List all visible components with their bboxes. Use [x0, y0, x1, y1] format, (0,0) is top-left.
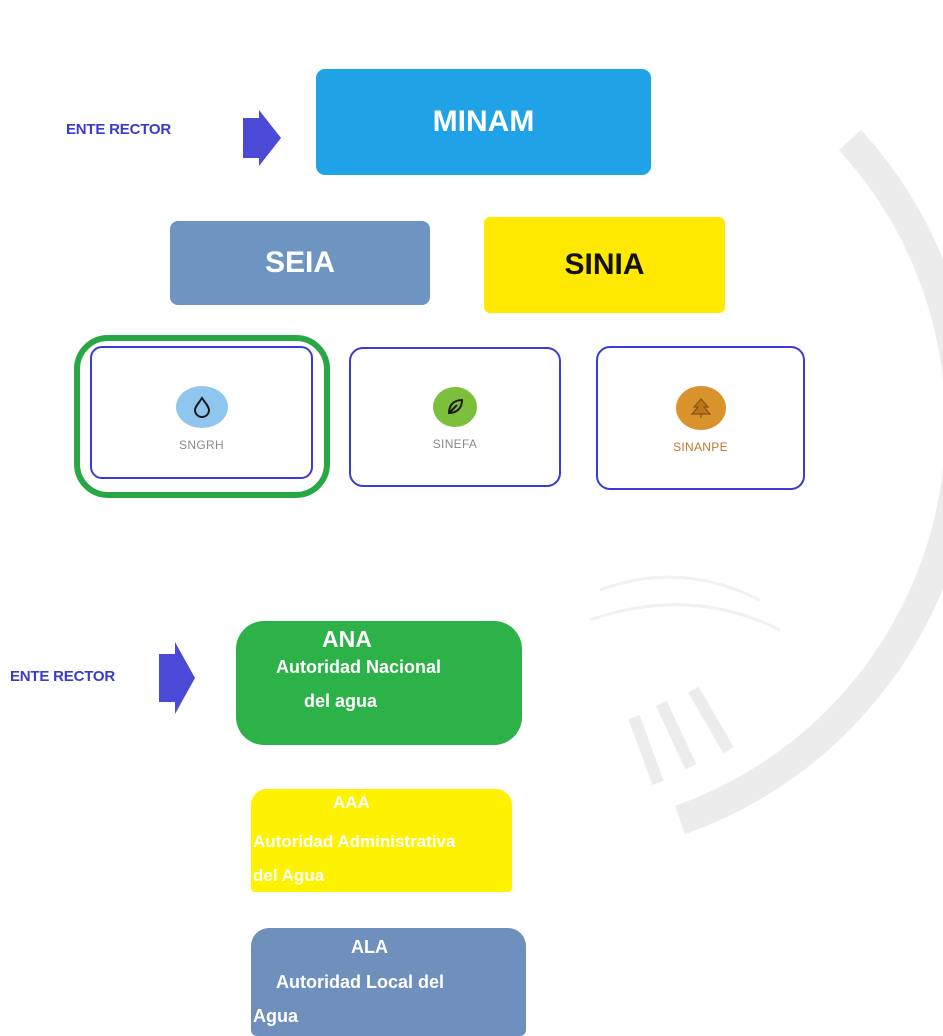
aaa-acronym: AAA	[333, 793, 370, 812]
system-card-sinanpe: SINANPE	[596, 346, 805, 490]
ana-line1: Autoridad Nacional	[276, 657, 442, 677]
seia-label: SEIA	[264, 246, 336, 279]
system-label-sinanpe: SINANPE	[673, 440, 728, 454]
seia-box: SEIA	[170, 221, 430, 305]
ente-rector-label-bottom: ENTE RECTOR	[10, 668, 116, 685]
ala-acronym: ALA	[351, 937, 388, 957]
system-label-sinefa: SINEFA	[432, 437, 478, 451]
sinia-label: SINIA	[564, 248, 645, 281]
tree-icon	[675, 386, 726, 430]
ana-line2: del agua	[304, 691, 378, 711]
ana-acronym: ANA	[322, 626, 372, 652]
aaa-line2: del Agua	[253, 866, 325, 885]
sinia-box: SINIA	[484, 217, 725, 313]
system-label-sngrh: SNGRH	[179, 438, 224, 452]
minam-label: MINAM	[432, 105, 535, 138]
aaa-box: AAA Autoridad Administrativa del Agua	[251, 789, 512, 892]
right-arrow-icon	[159, 642, 195, 714]
sngrh-highlight-ring	[74, 335, 330, 498]
ana-box: ANA Autoridad Nacional del agua	[236, 621, 522, 745]
ente-rector-label-top: ENTE RECTOR	[66, 121, 172, 138]
ala-box: ALA Autoridad Local del Agua	[251, 928, 526, 1036]
ala-line2: Agua	[253, 1006, 298, 1026]
ala-line1: Autoridad Local del	[276, 972, 445, 992]
leaf-icon	[433, 387, 477, 427]
system-card-sngrh: SNGRH	[90, 346, 313, 479]
right-arrow-icon	[243, 110, 281, 166]
aaa-line1: Autoridad Administrativa	[253, 832, 456, 851]
minam-box: MINAM	[316, 69, 651, 175]
system-card-sinefa: SINEFA	[349, 347, 561, 487]
water-drop-icon	[175, 386, 228, 428]
